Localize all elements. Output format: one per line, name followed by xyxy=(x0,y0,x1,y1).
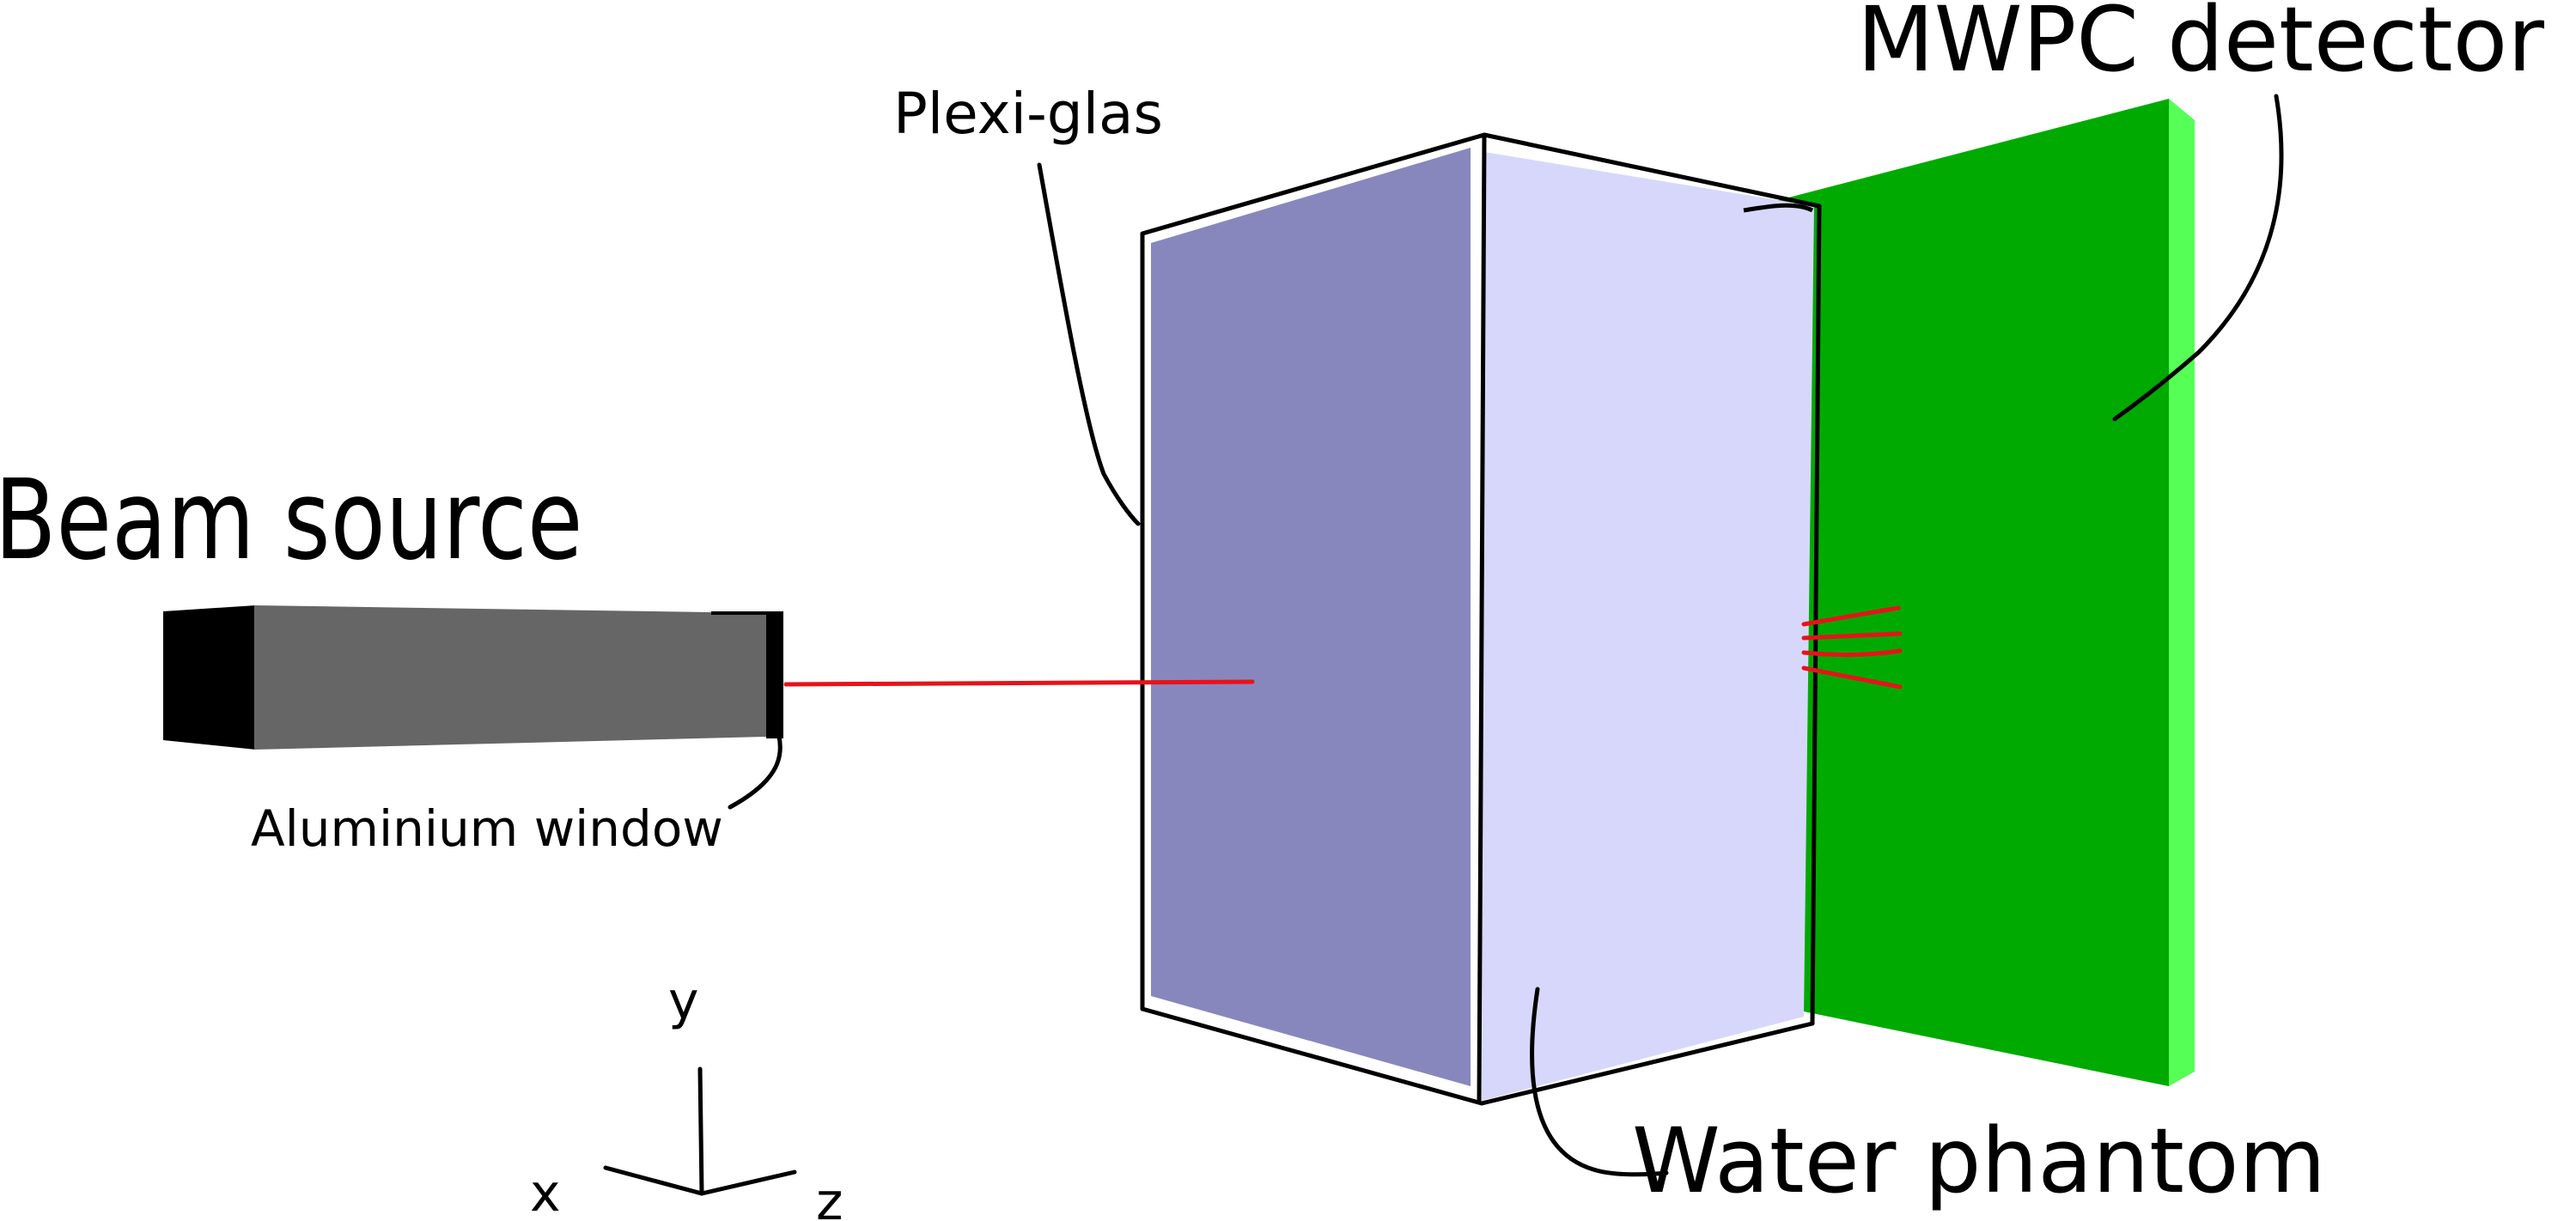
axis-label-z: z xyxy=(816,1172,843,1221)
detector-edge xyxy=(2169,99,2195,1086)
callout-mwpc-detector xyxy=(2112,94,2284,422)
x-axis-line xyxy=(603,1165,704,1196)
axis-label-x: x xyxy=(530,1163,561,1221)
label-aluminium-window: Aluminium window xyxy=(251,799,723,858)
beam-source-body xyxy=(254,605,766,750)
label-water-phantom: Water phantom xyxy=(1632,1109,2326,1213)
label-mwpc-detector: MWPC detector xyxy=(1857,0,2544,92)
water-phantom xyxy=(1140,132,1822,1106)
scatter-track xyxy=(1801,605,1901,627)
label-beam-source: Beam source xyxy=(0,456,582,585)
beam-line xyxy=(783,679,1255,687)
coordinate-axes: y x z xyxy=(530,971,843,1221)
mwpc-detector xyxy=(1739,99,2195,1086)
z-axis-line xyxy=(699,1169,797,1196)
aluminium-window xyxy=(766,611,783,738)
scattered-particles xyxy=(1801,605,1903,689)
axis-label-y: y xyxy=(668,971,699,1031)
callout-plexi-glas xyxy=(1037,162,1141,526)
phantom-side-face xyxy=(1482,152,1814,1101)
beam-source-end-cap xyxy=(163,605,256,750)
label-plexi-glas: Plexi-glas xyxy=(893,81,1163,147)
scatter-track xyxy=(1801,648,1903,658)
phantom-front-face xyxy=(1151,148,1471,1086)
callout-aluminium-window xyxy=(728,720,783,810)
plexi-glas-top-corner xyxy=(1743,203,1814,213)
beam-source xyxy=(163,605,783,750)
detector-face xyxy=(1739,99,2169,1086)
scatter-track xyxy=(1801,631,1903,641)
y-axis-line xyxy=(697,1066,704,1196)
callout-water-phantom xyxy=(1530,987,1669,1177)
plexi-glas-front-edge xyxy=(1477,134,1487,1104)
scatter-track xyxy=(1801,665,1903,689)
